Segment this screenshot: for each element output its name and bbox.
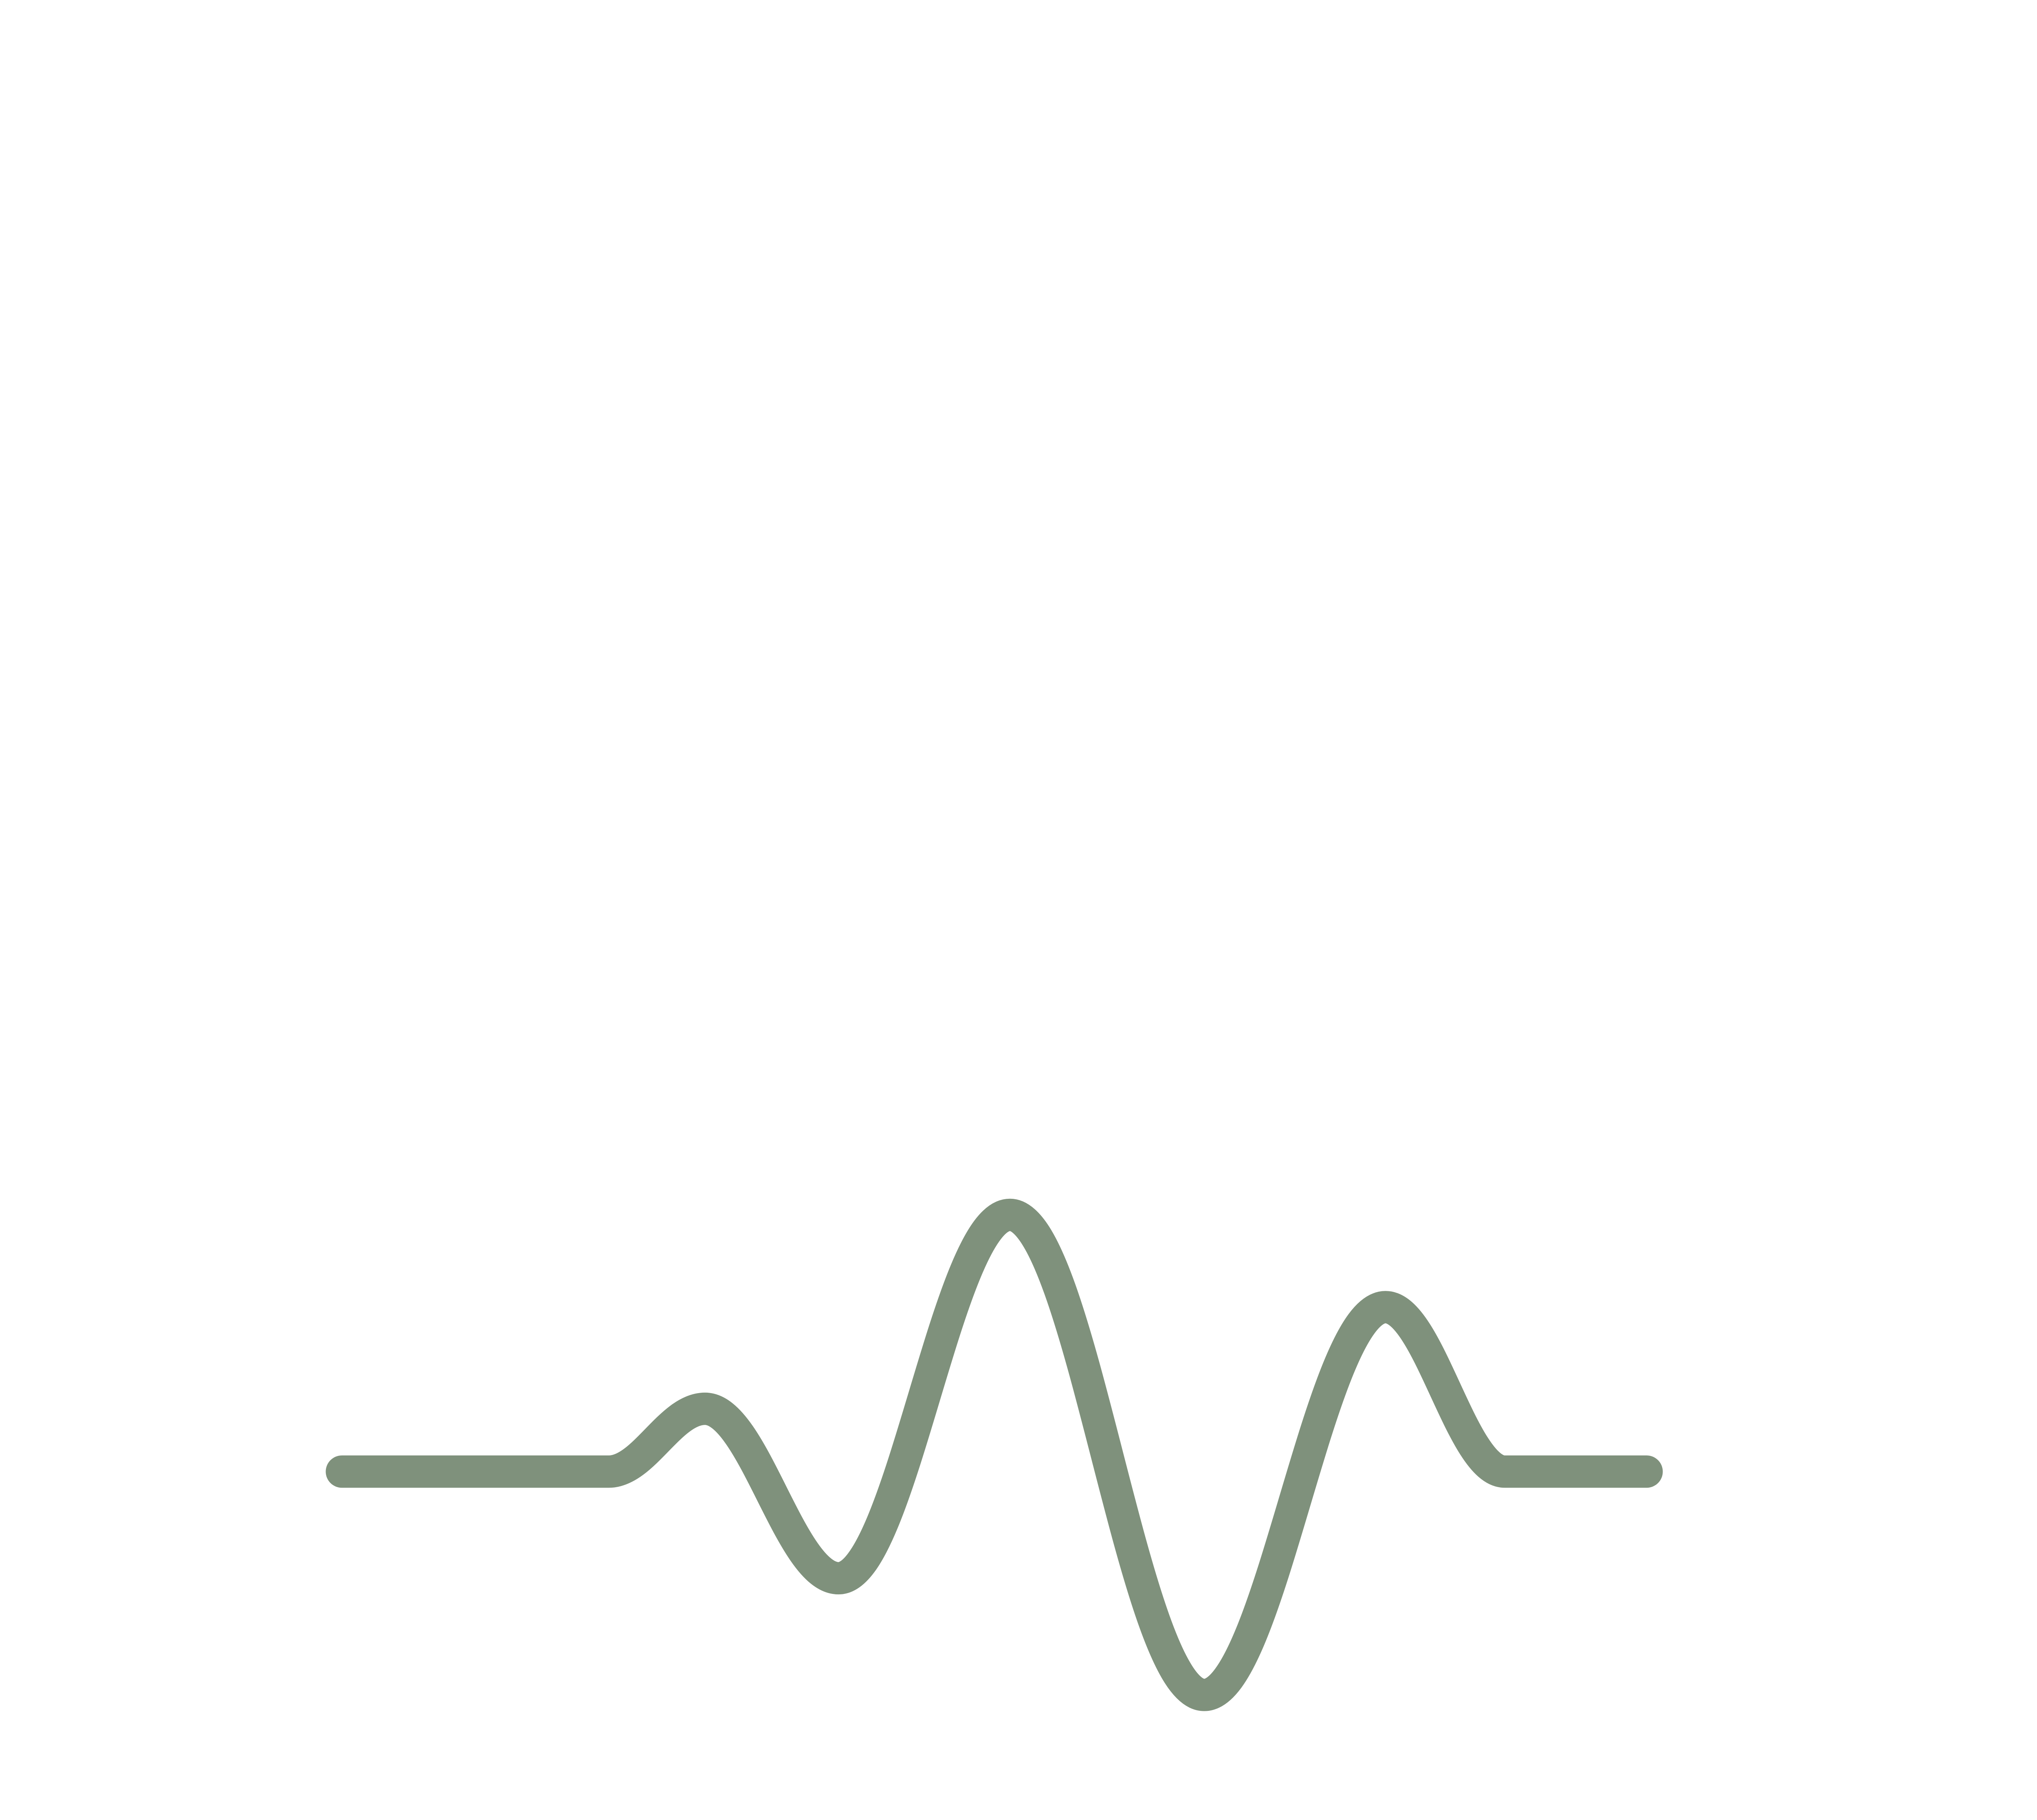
pulse-wave-line xyxy=(326,1198,1663,1711)
